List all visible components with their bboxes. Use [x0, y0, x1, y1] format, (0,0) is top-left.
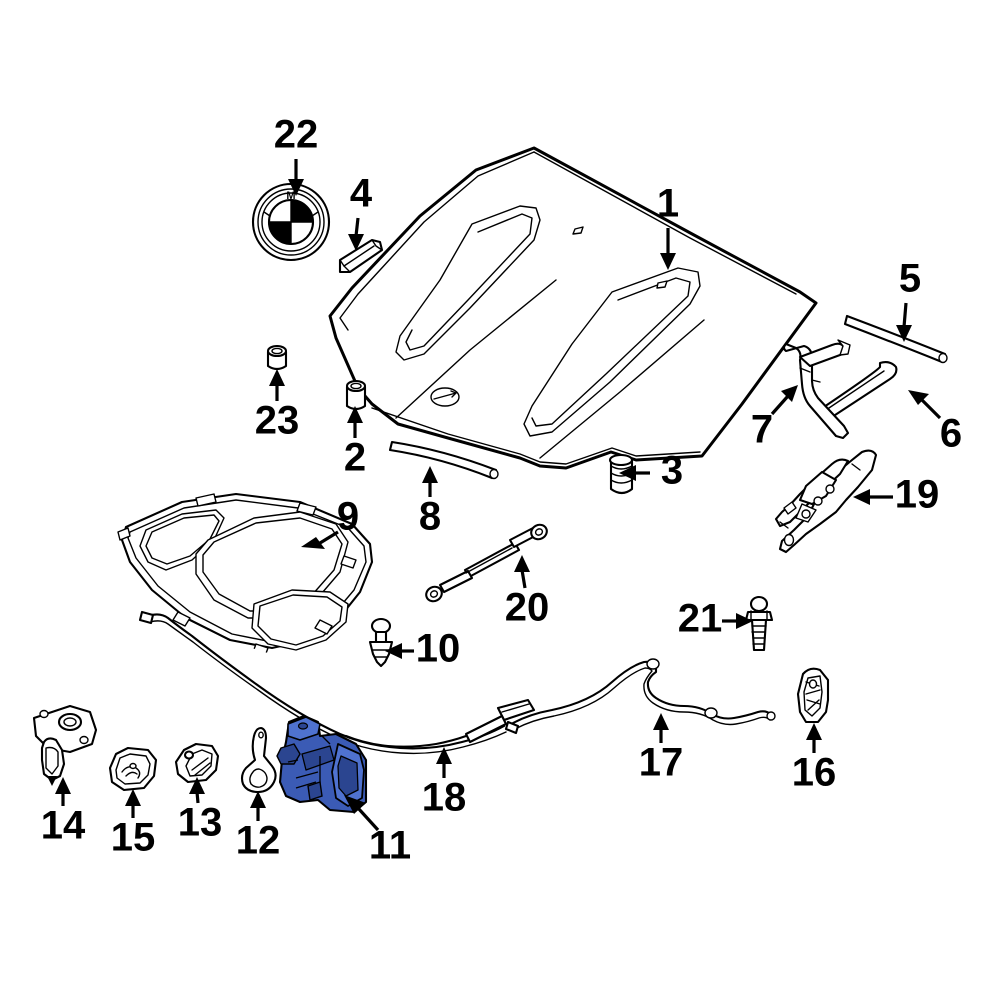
- part-trim-clip-strip[interactable]: [338, 238, 384, 274]
- callout-number-17[interactable]: 17: [639, 741, 684, 785]
- callout-number-1[interactable]: 1: [657, 182, 679, 226]
- part-support-rod-lower[interactable]: [816, 361, 898, 421]
- callout-number-8[interactable]: 8: [419, 495, 441, 539]
- part-hood-release-cable-front[interactable]: [138, 610, 536, 755]
- part-retaining-clip[interactable]: [174, 742, 220, 784]
- part-hood-stay-bracket[interactable]: [782, 339, 851, 440]
- callout-number-9[interactable]: 9: [337, 495, 359, 539]
- part-hood-panel[interactable]: [328, 146, 818, 470]
- part-rubber-grommet-stop[interactable]: [266, 344, 288, 371]
- part-cable-guide-bracket[interactable]: [796, 667, 830, 724]
- callout-number-21[interactable]: 21: [678, 597, 723, 641]
- callout-numbers: 1 2 3 4 5 6 7 8 9 10 11 12 13 14 15 16 1…: [41, 113, 962, 868]
- part-support-rod-upper[interactable]: [843, 314, 948, 364]
- part-hood-emblem-roundel[interactable]: M: [251, 182, 331, 262]
- callout-number-2[interactable]: 2: [344, 436, 366, 480]
- callout-number-12[interactable]: 12: [236, 819, 281, 863]
- part-hood-latch[interactable]: [276, 714, 368, 814]
- callout-number-7[interactable]: 7: [751, 408, 773, 452]
- part-hood-release-cable-rear[interactable]: [504, 658, 776, 735]
- callout-number-3[interactable]: 3: [661, 449, 683, 493]
- callout-number-15[interactable]: 15: [111, 816, 156, 860]
- part-rubber-buffer-stop[interactable]: [345, 379, 367, 411]
- emblem-letter: M: [286, 190, 295, 202]
- part-cable-retainer-clip[interactable]: [108, 746, 158, 792]
- callout-number-13[interactable]: 13: [178, 801, 223, 845]
- part-front-edge-seal[interactable]: [388, 440, 499, 480]
- part-hex-flange-bolt[interactable]: [744, 595, 774, 652]
- callout-leaders: [55, 159, 942, 832]
- callout-number-18[interactable]: 18: [422, 776, 467, 820]
- callout-number-14[interactable]: 14: [41, 804, 86, 848]
- callout-number-10[interactable]: 10: [416, 627, 461, 671]
- part-hood-catch-hook[interactable]: [32, 704, 98, 786]
- callout-number-19[interactable]: 19: [895, 473, 940, 517]
- callout-number-22[interactable]: 22: [274, 113, 319, 157]
- callout-number-16[interactable]: 16: [792, 751, 837, 795]
- callout-number-23[interactable]: 23: [255, 399, 300, 443]
- callout-number-20[interactable]: 20: [505, 586, 550, 630]
- callout-number-6[interactable]: 6: [940, 412, 962, 456]
- callout-number-5[interactable]: 5: [899, 257, 921, 301]
- callout-number-11[interactable]: 11: [369, 824, 411, 868]
- part-hood-hinge[interactable]: [774, 449, 878, 554]
- part-hood-insulation-pad[interactable]: [117, 492, 374, 657]
- part-safety-catch-lever[interactable]: [240, 726, 277, 794]
- part-expanding-rivet[interactable]: [368, 617, 394, 668]
- callout-number-4[interactable]: 4: [350, 172, 373, 216]
- part-gas-strut-damper[interactable]: [424, 522, 550, 604]
- washer-nozzle-grommet: [430, 387, 460, 407]
- part-threaded-adjusting-stop[interactable]: [608, 453, 634, 495]
